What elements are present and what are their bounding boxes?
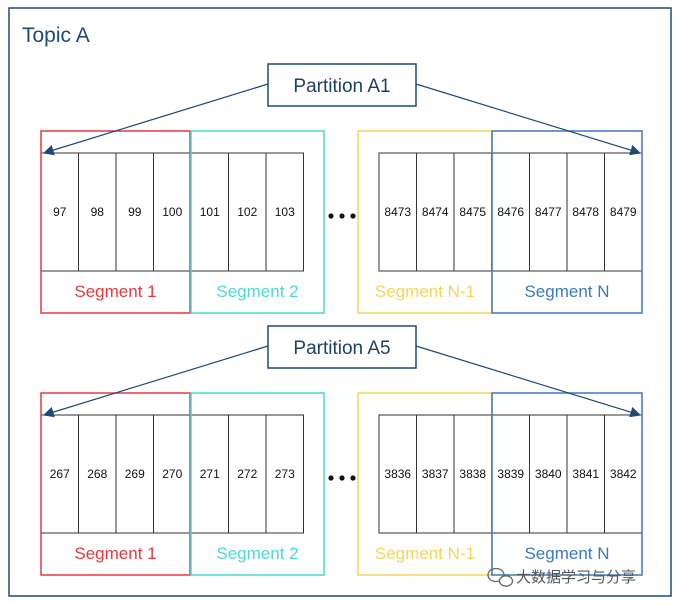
partition-label-box xyxy=(267,63,417,107)
offset-cell: 98 xyxy=(91,205,105,219)
offset-cell: 3839 xyxy=(497,467,524,481)
segment-outline xyxy=(190,130,325,314)
cell-row xyxy=(378,414,492,534)
arrow-to-first xyxy=(42,345,269,418)
offset-cell: 272 xyxy=(237,467,257,481)
offset-cell: 3836 xyxy=(384,467,411,481)
offset-cell: 102 xyxy=(237,205,257,219)
offset-cell: 3840 xyxy=(535,467,562,481)
topic-box xyxy=(8,7,672,597)
partition-label-box xyxy=(267,325,417,369)
ellipsis-dot xyxy=(350,213,356,219)
offset-cell: 8473 xyxy=(384,205,411,219)
offset-cell: 103 xyxy=(275,205,295,219)
offset-cell: 8478 xyxy=(572,205,599,219)
cell-row xyxy=(378,152,492,272)
offset-cell: 3838 xyxy=(459,467,486,481)
offset-cell: 273 xyxy=(275,467,295,481)
segment-label: Segment N xyxy=(524,282,609,301)
segment-label: Segment 2 xyxy=(216,544,298,563)
offset-cell: 101 xyxy=(200,205,220,219)
segment-label: Segment 1 xyxy=(74,544,156,563)
offset-cell: 99 xyxy=(128,205,142,219)
watermark-text: 大数据学习与分享 xyxy=(516,568,636,586)
offset-cell: 3841 xyxy=(572,467,599,481)
offset-cell: 8474 xyxy=(422,205,449,219)
arrow-to-last xyxy=(415,83,642,156)
cell-row xyxy=(190,414,304,534)
segment-label: Segment N xyxy=(524,544,609,563)
ellipsis-dot xyxy=(328,213,334,219)
partition-label: Partition A1 xyxy=(293,76,390,97)
offset-cell: 100 xyxy=(162,205,182,219)
partition-label: Partition A5 xyxy=(293,338,390,359)
offset-cell: 270 xyxy=(162,467,182,481)
offset-cell: 8479 xyxy=(610,205,637,219)
ellipsis-dot xyxy=(328,475,334,481)
wechat-icon xyxy=(487,567,514,587)
offset-cell: 269 xyxy=(125,467,145,481)
offset-cell: 271 xyxy=(200,467,220,481)
offset-cell: 8475 xyxy=(459,205,486,219)
offset-cell: 3837 xyxy=(422,467,449,481)
offset-cell: 3842 xyxy=(610,467,637,481)
segment-label: Segment 1 xyxy=(74,282,156,301)
ellipsis-dot xyxy=(339,213,345,219)
segment-label: Segment N-1 xyxy=(375,544,475,563)
ellipsis-dot xyxy=(339,475,345,481)
topic-label: Topic A xyxy=(22,24,90,47)
segment-label: Segment 2 xyxy=(216,282,298,301)
segment-label: Segment N-1 xyxy=(375,282,475,301)
offset-cell: 8476 xyxy=(497,205,524,219)
watermark: 大数据学习与分享 xyxy=(487,567,636,587)
offset-cell: 268 xyxy=(87,467,107,481)
offset-cell: 267 xyxy=(50,467,70,481)
ellipsis-dot xyxy=(350,475,356,481)
offset-cell: 97 xyxy=(53,205,67,219)
cell-row xyxy=(190,152,304,272)
arrow-to-last xyxy=(415,345,642,418)
segment-outline xyxy=(190,392,325,576)
offset-cell: 8477 xyxy=(535,205,562,219)
arrow-to-first xyxy=(42,83,269,156)
